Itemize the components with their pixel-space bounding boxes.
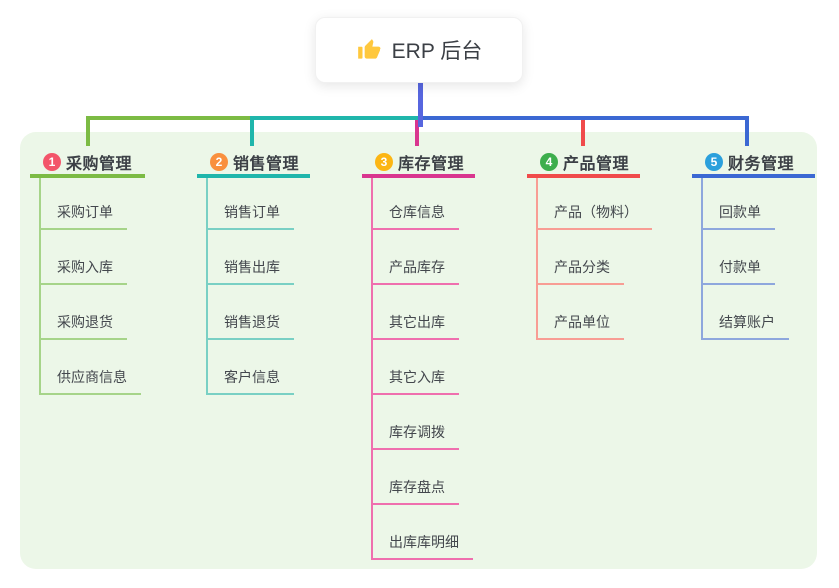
tree-item[interactable]: 产品分类	[536, 249, 624, 285]
branch-product-header[interactable]: 4 产品管理	[527, 150, 640, 178]
root-node-erp[interactable]: ERP 后台	[315, 17, 523, 83]
tree-item[interactable]: 供应商信息	[39, 359, 141, 395]
branch-number-badge: 3	[375, 153, 393, 171]
mindmap-canvas[interactable]	[20, 132, 817, 569]
tree-item-label: 供应商信息	[57, 369, 127, 385]
connector-branch-3-v	[415, 120, 419, 146]
branch-tree-line	[206, 178, 208, 395]
tree-item[interactable]: 库存调拨	[371, 414, 459, 450]
branch-tree-line	[371, 178, 373, 560]
tree-item-label: 库存调拨	[389, 424, 445, 440]
tree-item[interactable]: 出库库明细	[371, 524, 473, 560]
tree-item[interactable]: 产品（物料）	[536, 194, 652, 230]
tree-item-label: 销售退货	[224, 314, 280, 330]
tree-item-label: 采购订单	[57, 204, 113, 220]
tree-item-label: 库存盘点	[389, 479, 445, 495]
branch-tree-line	[536, 178, 538, 340]
connector-branch-4-v	[581, 116, 585, 146]
connector-branch-5-h	[421, 116, 749, 120]
branch-sales: 2 销售管理 销售订单 销售出库 销售退货 客户信息	[197, 150, 310, 397]
tree-item[interactable]: 产品库存	[371, 249, 459, 285]
tree-item-label: 销售订单	[224, 204, 280, 220]
branch-number-badge: 5	[705, 153, 723, 171]
tree-item[interactable]: 库存盘点	[371, 469, 459, 505]
branch-purchase: 1 采购管理 采购订单 采购入库 采购退货 供应商信息	[30, 150, 145, 397]
branch-title: 采购管理	[66, 156, 133, 173]
branch-title: 销售管理	[233, 156, 300, 173]
connector-branch-2-h	[250, 116, 421, 120]
tree-item[interactable]: 其它出库	[371, 304, 459, 340]
tree-item-label: 出库库明细	[389, 534, 459, 550]
tree-item-label: 结算账户	[719, 314, 775, 330]
tree-item[interactable]: 结算账户	[701, 304, 789, 340]
tree-item[interactable]: 采购入库	[39, 249, 127, 285]
tree-item-label: 仓库信息	[389, 204, 445, 220]
connector-branch-2-v	[250, 116, 254, 146]
tree-item[interactable]: 付款单	[701, 249, 775, 285]
tree-item-label: 其它出库	[389, 314, 445, 330]
tree-item-label: 付款单	[719, 259, 761, 275]
tree-item-label: 产品单位	[554, 314, 610, 330]
tree-item-label: 产品（物料）	[554, 204, 638, 220]
branch-sales-header[interactable]: 2 销售管理	[197, 150, 310, 178]
tree-item-label: 回款单	[719, 204, 761, 220]
tree-item[interactable]: 采购退货	[39, 304, 127, 340]
tree-item-label: 采购入库	[57, 259, 113, 275]
branch-number-badge: 4	[540, 153, 558, 171]
branch-finance-header[interactable]: 5 财务管理	[692, 150, 815, 178]
thumbs-up-icon	[356, 37, 382, 63]
tree-item[interactable]: 产品单位	[536, 304, 624, 340]
tree-item-label: 销售出库	[224, 259, 280, 275]
root-node-title: ERP 后台	[391, 40, 483, 63]
branch-title: 产品管理	[563, 156, 630, 173]
branch-purchase-header[interactable]: 1 采购管理	[30, 150, 145, 178]
tree-item-label: 其它入库	[389, 369, 445, 385]
tree-item[interactable]: 销售出库	[206, 249, 294, 285]
branch-number-badge: 2	[210, 153, 228, 171]
tree-item-label: 产品库存	[389, 259, 445, 275]
branch-inventory-header[interactable]: 3 库存管理	[362, 150, 475, 178]
branch-number-badge: 1	[43, 153, 61, 171]
tree-item[interactable]: 销售退货	[206, 304, 294, 340]
connector-branch-1-v	[86, 116, 90, 146]
branch-title: 库存管理	[398, 156, 465, 173]
tree-item[interactable]: 客户信息	[206, 359, 294, 395]
branch-tree-line	[701, 178, 703, 340]
branch-product: 4 产品管理 产品（物料） 产品分类 产品单位	[527, 150, 652, 342]
connector-root	[418, 83, 423, 127]
branch-inventory: 3 库存管理 仓库信息 产品库存 其它出库 其它入库 库存调拨 库存盘点 出库库…	[362, 150, 475, 562]
connector-branch-1-h	[86, 116, 254, 120]
tree-item-label: 产品分类	[554, 259, 610, 275]
tree-item-label: 客户信息	[224, 369, 280, 385]
branch-title: 财务管理	[728, 156, 795, 173]
tree-item[interactable]: 销售订单	[206, 194, 294, 230]
tree-item-label: 采购退货	[57, 314, 113, 330]
tree-item[interactable]: 采购订单	[39, 194, 127, 230]
tree-item[interactable]: 回款单	[701, 194, 775, 230]
tree-item[interactable]: 其它入库	[371, 359, 459, 395]
tree-item[interactable]: 仓库信息	[371, 194, 459, 230]
branch-tree-line	[39, 178, 41, 395]
connector-branch-5-v	[745, 116, 749, 146]
branch-finance: 5 财务管理 回款单 付款单 结算账户	[692, 150, 815, 342]
